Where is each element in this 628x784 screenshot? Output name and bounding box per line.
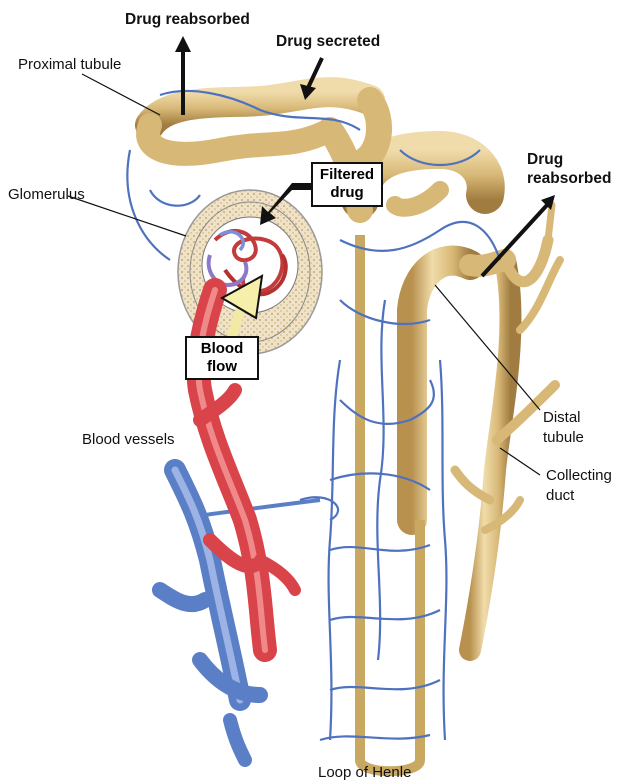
label-collecting-duct: Collecting duct: [546, 466, 612, 506]
label-proximal-tubule: Proximal tubule: [18, 56, 121, 73]
label-blood-flow-line1: Blood: [193, 340, 251, 358]
label-drug-reabsorbed-right-line2: reabsorbed: [527, 169, 611, 188]
label-collecting-duct-line2: duct: [546, 486, 612, 506]
label-distal-tubule-line2: tubule: [543, 428, 584, 448]
label-drug-reabsorbed-right: Drug reabsorbed: [527, 150, 611, 188]
label-glomerulus: Glomerulus: [8, 186, 85, 203]
label-blood-vessels: Blood vessels: [82, 431, 175, 448]
label-drug-reabsorbed-top: Drug reabsorbed: [125, 11, 250, 28]
label-filtered-drug: Filtered drug: [311, 162, 383, 207]
label-drug-reabsorbed-right-line1: Drug: [527, 150, 611, 169]
label-filtered-drug-line2: drug: [319, 184, 375, 202]
label-blood-flow-line2: flow: [193, 358, 251, 376]
label-distal-tubule-line1: Distal: [543, 408, 584, 428]
label-filtered-drug-line1: Filtered: [319, 166, 375, 184]
label-blood-flow: Blood flow: [185, 336, 259, 380]
label-loop-of-henle: Loop of Henle: [318, 764, 411, 781]
label-distal-tubule: Distal tubule: [543, 408, 584, 448]
label-collecting-duct-line1: Collecting: [546, 466, 612, 486]
label-drug-secreted: Drug secreted: [276, 33, 380, 50]
